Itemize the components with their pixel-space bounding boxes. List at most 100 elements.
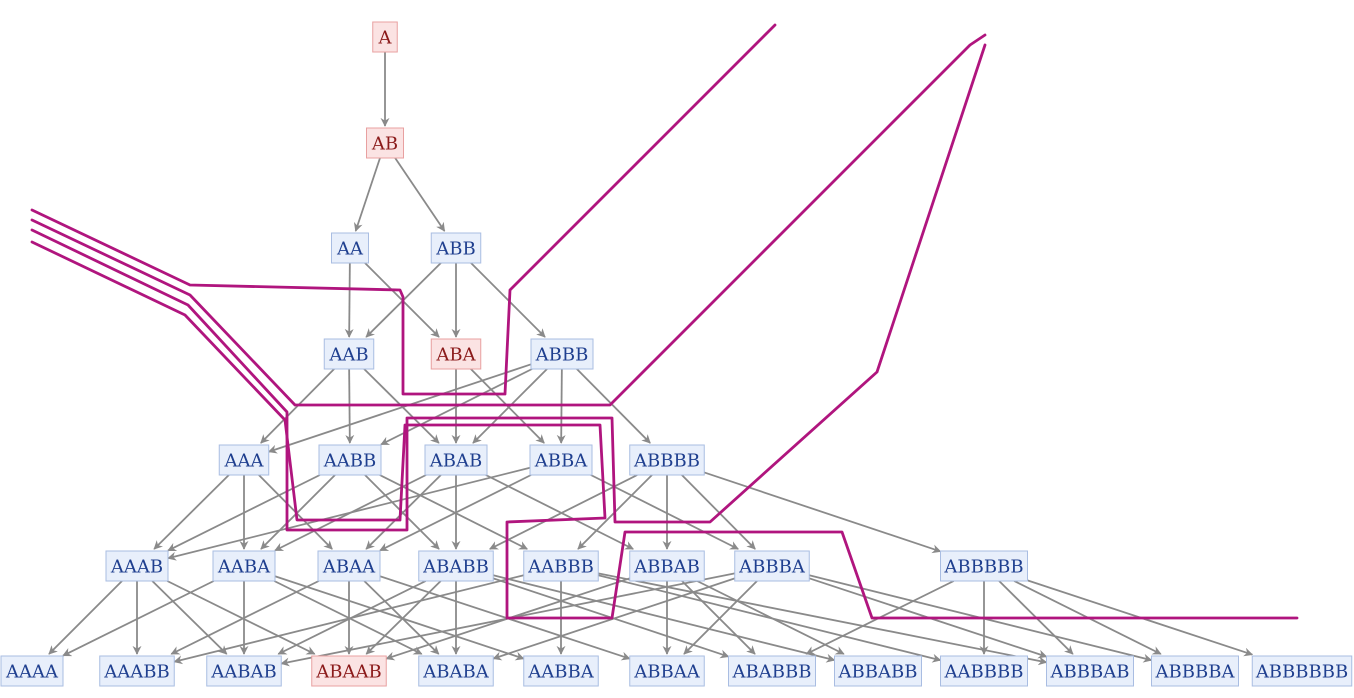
node-label: ABBBBA xyxy=(1155,662,1236,683)
node-label: ABBAA xyxy=(633,662,700,683)
node-box xyxy=(1251,655,1353,687)
edge-ABABB-ABAAB xyxy=(365,580,442,655)
node-box xyxy=(323,338,375,370)
node-label: AAA xyxy=(224,451,265,472)
node-box xyxy=(629,655,705,687)
node-label: ABBA xyxy=(534,451,588,472)
node-box xyxy=(530,338,594,370)
node-box xyxy=(317,550,381,582)
boundary-curve-3 xyxy=(30,43,987,532)
edge-AAAB-AABAB xyxy=(151,580,228,655)
node-box xyxy=(629,550,705,582)
edge-ABBBA-ABBAA xyxy=(683,580,758,655)
node-label: ABAB xyxy=(429,451,482,472)
edge-ABBBB-ABBBBB xyxy=(703,471,942,554)
node-box xyxy=(1151,655,1239,687)
node-box xyxy=(940,550,1028,582)
node-box xyxy=(629,444,705,476)
edge-ABBBA-ABABA xyxy=(492,577,736,661)
node-box xyxy=(0,655,64,687)
node-label: AAB xyxy=(328,345,368,366)
edge-AABBB-AAABB xyxy=(173,574,524,665)
node-ABA: ABA xyxy=(430,338,482,370)
edge-ABBA-ABBBA xyxy=(590,474,739,550)
node-ABBBBA: ABBBBA xyxy=(1151,655,1239,687)
node-box xyxy=(424,444,488,476)
node-label: AA xyxy=(336,239,364,260)
node-label: ABB xyxy=(435,239,475,260)
edge-AB-AA xyxy=(353,157,381,232)
node-label: AABBA xyxy=(527,662,594,683)
node-AAAB: AAAB xyxy=(105,550,169,582)
node-label: ABBABB xyxy=(838,662,918,683)
node-box xyxy=(430,338,482,370)
node-ABBABB: ABBABB xyxy=(834,655,922,687)
edge-ABAA-AAABB xyxy=(170,580,320,655)
node-ABB: ABB xyxy=(430,232,482,264)
node-AAA: AAA xyxy=(218,444,270,476)
node-label: AABBB xyxy=(527,557,594,578)
node-ABBA: ABBA xyxy=(529,444,593,476)
edge-ABBBB-ABBBA xyxy=(681,474,756,550)
node-label: ABBBAB xyxy=(1050,662,1130,683)
node-box xyxy=(728,655,816,687)
boundary-curve-2 xyxy=(30,33,987,407)
edge-ABBB-ABBBB xyxy=(576,368,651,444)
node-AAAA: AAAA xyxy=(0,655,64,687)
node-label: ABBBA xyxy=(738,557,806,578)
node-box xyxy=(418,550,494,582)
node-ABBBB: ABBBB xyxy=(629,444,705,476)
node-box xyxy=(318,444,382,476)
node-label: ABABBB xyxy=(732,662,812,683)
node-box xyxy=(206,655,282,687)
edge-AB-ABB xyxy=(394,157,446,232)
edge-ABAB-ABBAB xyxy=(485,474,634,550)
edge-AABA-ABABA xyxy=(273,580,423,655)
node-ABABB: ABABB xyxy=(418,550,494,582)
node-ABAB: ABAB xyxy=(424,444,488,476)
edge-ABBB-AAA xyxy=(267,363,532,454)
node-box xyxy=(366,127,404,159)
node-AABBBB: AABBBB xyxy=(940,655,1028,687)
node-AAB: AAB xyxy=(323,338,375,370)
node-ABABA: ABABA xyxy=(418,655,494,687)
edge-AABA-AAAA xyxy=(62,580,215,657)
edge-ABBBB-ABABB xyxy=(489,474,638,550)
node-label: ABBBBB xyxy=(943,557,1023,578)
node-label: ABABB xyxy=(422,557,489,578)
node-label: ABBB xyxy=(535,345,589,366)
edge-AAAB-ABAAB xyxy=(166,580,316,655)
node-box xyxy=(430,232,482,264)
node-box xyxy=(212,550,276,582)
node-label: ABABA xyxy=(422,662,489,683)
node-label: AABAB xyxy=(210,662,276,683)
node-label: ABAA xyxy=(322,557,376,578)
edge-AABB-AAAB xyxy=(167,474,321,552)
edge-ABAB-ABAA xyxy=(365,474,442,550)
node-label: AAABB xyxy=(103,662,169,683)
node-AB: AB xyxy=(366,127,404,159)
node-ABBB: ABBB xyxy=(530,338,594,370)
edge-AABB-AABA xyxy=(260,474,336,550)
node-label: AB xyxy=(371,134,398,155)
node-box xyxy=(372,21,398,53)
node-label: AABBBB xyxy=(944,662,1024,683)
node-label: AABB xyxy=(323,451,376,472)
node-box xyxy=(218,444,270,476)
node-ABAAB: ABAAB xyxy=(311,655,387,687)
node-label: AAAB xyxy=(110,557,163,578)
node-ABBBBB: ABBBBB xyxy=(940,550,1028,582)
edge-ABABB-ABBABB xyxy=(493,574,836,663)
node-box xyxy=(1046,655,1134,687)
edge-ABBAB-ABBABB xyxy=(696,580,845,655)
node-box xyxy=(105,550,169,582)
edge-AABA-AABBA xyxy=(274,575,525,661)
node-ABBBA: ABBBA xyxy=(734,550,810,582)
node-label: ABAAB xyxy=(315,662,381,683)
node-A: A xyxy=(372,21,398,53)
node-box xyxy=(311,655,387,687)
boundary-curve-1 xyxy=(30,23,777,396)
node-ABBAA: ABBAA xyxy=(629,655,705,687)
edge-AABBB-ABBBAB xyxy=(598,572,1048,666)
